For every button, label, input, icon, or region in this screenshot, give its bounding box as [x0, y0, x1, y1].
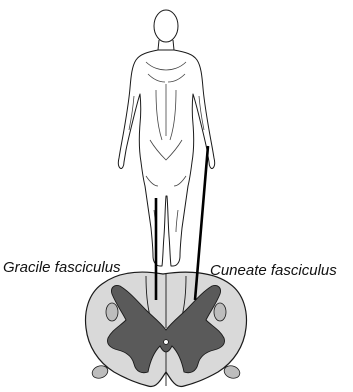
right-dorsal-tract [214, 303, 226, 321]
spinal-cord-section [86, 272, 247, 386]
gracile-fasciculus-label: Gracile fasciculus [3, 260, 121, 275]
central-canal [164, 340, 169, 345]
cuneate-fasciculus-label: Cuneate fasciculus [210, 263, 337, 278]
body-head [154, 10, 178, 42]
left-dorsal-tract [106, 303, 118, 321]
